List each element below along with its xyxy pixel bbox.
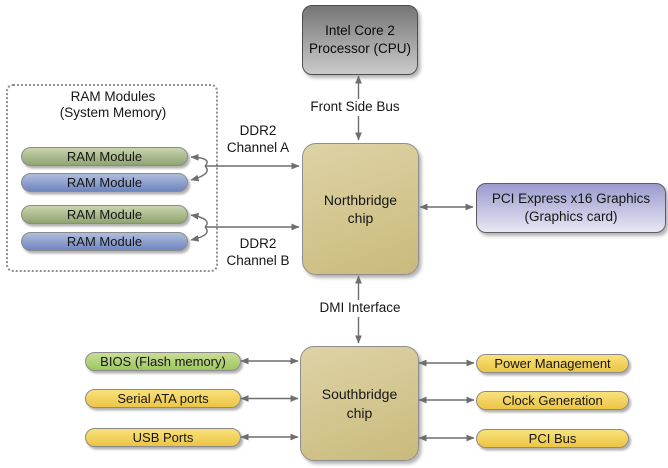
ram-module-label: RAM Module [66,149,143,164]
dmi-interface-label: DMI Interface [307,300,413,317]
ram-module-pill: RAM Module [21,232,188,251]
front-side-bus-label: Front Side Bus [303,99,407,116]
ram-group-title: RAM Modules (System Memory) [59,89,167,121]
cpu-box: Intel Core 2 Processor (CPU) [302,5,418,75]
southbridge-label: Southbridge chip [321,386,398,421]
clock-generation-pill: Clock Generation [476,391,629,410]
ddr2-channel-a-label: DDR2 Channel A [226,123,290,155]
ram-module-pill: RAM Module [21,147,188,166]
ram-module-label: RAM Module [66,175,143,190]
usb-ports-pill: USB Ports [85,428,241,447]
southbridge-box: Southbridge chip [300,346,419,461]
pci-express-graphics-box: PCI Express x16 Graphics (Graphics card) [476,183,666,233]
northbridge-box: Northbridge chip [302,143,419,275]
power-management-label: Power Management [494,356,611,371]
bios-label: BIOS (Flash memory) [100,354,226,369]
power-management-pill: Power Management [476,354,629,373]
cpu-label: Intel Core 2 Processor (CPU) [308,23,411,56]
serial-ata-label: Serial ATA ports [117,391,209,406]
pci-bus-label: PCI Bus [528,431,577,446]
clock-generation-label: Clock Generation [502,393,603,408]
ram-modules-group [6,84,218,272]
serial-ata-pill: Serial ATA ports [85,389,241,408]
ram-module-pill: RAM Module [21,173,188,192]
bios-pill: BIOS (Flash memory) [85,352,241,371]
ram-module-label: RAM Module [66,207,143,222]
ddr2-channel-b-label: DDR2 Channel B [226,236,290,268]
usb-ports-label: USB Ports [132,430,194,445]
northbridge-label: Northbridge chip [323,191,398,226]
ram-module-pill: RAM Module [21,205,188,224]
pci-bus-pill: PCI Bus [476,429,629,448]
pci-express-graphics-label: PCI Express x16 Graphics (Graphics card) [491,191,651,224]
ram-module-label: RAM Module [66,234,143,249]
